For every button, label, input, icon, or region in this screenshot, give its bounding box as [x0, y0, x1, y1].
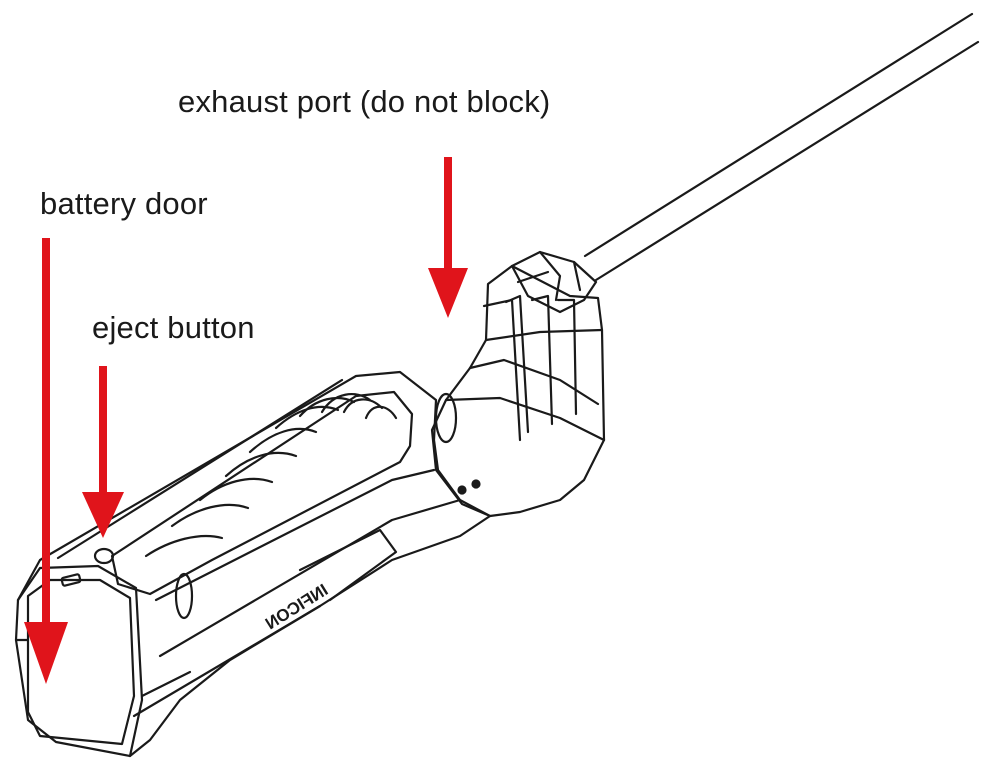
battery-door-shape	[14, 564, 192, 758]
battery-door-label: battery door	[40, 186, 208, 221]
eject-button-label: eject button	[92, 310, 255, 345]
probe-connector	[510, 250, 598, 314]
exhaust-port-arrow	[428, 157, 468, 318]
battery-door-arrow	[24, 238, 68, 684]
brand-logo-text: INFICON	[262, 580, 331, 633]
device-head	[430, 264, 606, 518]
eject-button-arrow	[82, 366, 124, 538]
exhaust-port-label: exhaust port (do not block)	[178, 84, 551, 119]
device-handle	[14, 370, 492, 758]
sniffer-probe	[583, 12, 980, 282]
brand-logo: INFICON	[262, 580, 331, 633]
eject-button-shape	[93, 547, 115, 565]
callout-arrows	[24, 157, 468, 684]
